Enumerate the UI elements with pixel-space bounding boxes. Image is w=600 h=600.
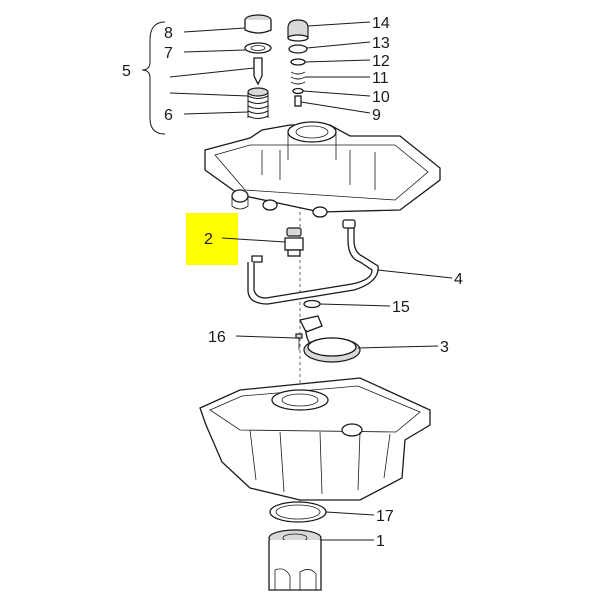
label-5: 5	[122, 63, 131, 80]
label-6: 6	[164, 107, 173, 124]
part-16-screw	[295, 333, 303, 350]
valve-stack-left	[244, 14, 272, 119]
label-1: 1	[376, 533, 385, 550]
label-2: 2	[204, 231, 213, 248]
label-10: 10	[372, 89, 390, 106]
label-13: 13	[372, 35, 390, 52]
part-1-oil-filter	[268, 529, 322, 591]
label-7: 7	[164, 45, 173, 62]
label-17: 17	[376, 508, 394, 525]
part-2-fitting	[284, 227, 304, 257]
label-14: 14	[372, 15, 390, 32]
highlight-box	[186, 213, 238, 265]
label-4: 4	[454, 271, 463, 288]
valve-stack-right	[287, 19, 309, 107]
part-3-strainer	[299, 315, 361, 363]
label-8: 8	[164, 25, 173, 42]
part-4-oil-tube	[247, 219, 379, 305]
label-15: 15	[392, 299, 410, 316]
part-17-gasket	[269, 501, 327, 523]
label-11: 11	[372, 70, 389, 87]
label-3: 3	[440, 339, 449, 356]
group-bracket	[141, 21, 166, 135]
lower-oil-pan	[199, 377, 431, 501]
label-12: 12	[372, 53, 390, 70]
label-16: 16	[208, 329, 226, 346]
callout-labels: 8 7 5 6 14 13 12 11 10 9 2 4 15 3 16 17 …	[122, 15, 463, 550]
part-15-o-ring	[303, 299, 321, 309]
upper-housing	[204, 121, 441, 218]
label-9: 9	[372, 107, 381, 124]
leader-lines	[169, 21, 453, 541]
